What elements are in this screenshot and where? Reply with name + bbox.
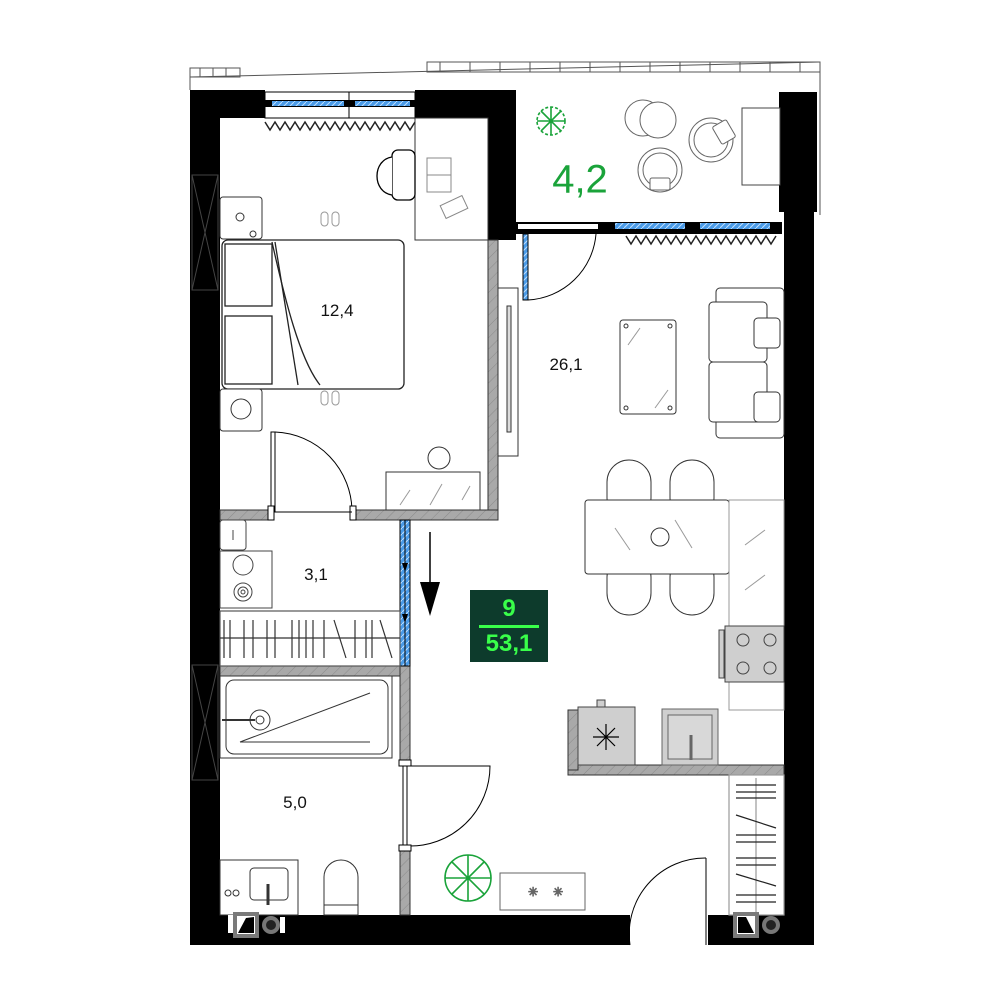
hall-bench: ✳ ✳ (499, 872, 586, 911)
svg-text:✳: ✳ (528, 885, 538, 899)
bathroom-sink (219, 859, 299, 916)
slippers (320, 211, 340, 406)
svg-text:✳: ✳ (553, 885, 563, 899)
tv-stand-icon (497, 287, 519, 457)
apartment-summary-badge: 9 53,1 (470, 590, 548, 662)
wardrobe-rail (219, 610, 401, 667)
toilet-icon (323, 859, 359, 916)
glass-sliding-partition (399, 519, 411, 667)
total-area: 53,1 (485, 629, 533, 657)
door-entrance[interactable] (628, 857, 707, 946)
living-kitchen-area-label: 26,1 (549, 355, 583, 374)
hall-plant-icon (444, 854, 492, 902)
bathroom-area-label: 5,0 (283, 793, 307, 812)
window-balcony (516, 222, 782, 234)
sink-icon (661, 708, 719, 766)
balcony-area-label: 4,2 (552, 157, 608, 202)
snowflake-icon (593, 724, 619, 750)
bathtub-icon (219, 675, 393, 759)
door-bedroom[interactable] (267, 431, 357, 521)
nightstand-bottom (219, 388, 263, 432)
facade-outline (189, 61, 821, 215)
armchair-icon (637, 117, 736, 193)
balcony-bench (741, 107, 781, 186)
washing-machine (219, 519, 273, 609)
sofa-icon (708, 287, 785, 439)
curtain-living (625, 234, 777, 246)
partitions (219, 239, 785, 916)
vent-shaft-left (191, 174, 219, 781)
riser-right (733, 912, 780, 938)
riser-left (228, 912, 285, 938)
door-bathroom[interactable] (398, 759, 491, 852)
nightstand-top (219, 196, 263, 240)
window-bedroom (264, 91, 416, 119)
bedroom-area-label: 12,4 (320, 301, 354, 320)
bed-icon (221, 239, 405, 390)
door-balcony[interactable] (522, 233, 597, 301)
entrance-arrow-icon (420, 532, 440, 616)
office-chair (376, 149, 416, 201)
rooms-count: 9 (502, 594, 516, 622)
plant-icon (536, 106, 566, 136)
dining-table-icon (584, 499, 730, 575)
coffee-table (619, 319, 677, 415)
badge-divider (479, 624, 539, 628)
wardrobe-area-label: 3,1 (304, 565, 328, 584)
stove-icon (718, 625, 785, 683)
desk (414, 117, 489, 241)
balcony-table (624, 99, 677, 139)
dresser (385, 446, 481, 511)
curtain-bedroom (264, 120, 416, 132)
shoe-rack (728, 774, 785, 916)
